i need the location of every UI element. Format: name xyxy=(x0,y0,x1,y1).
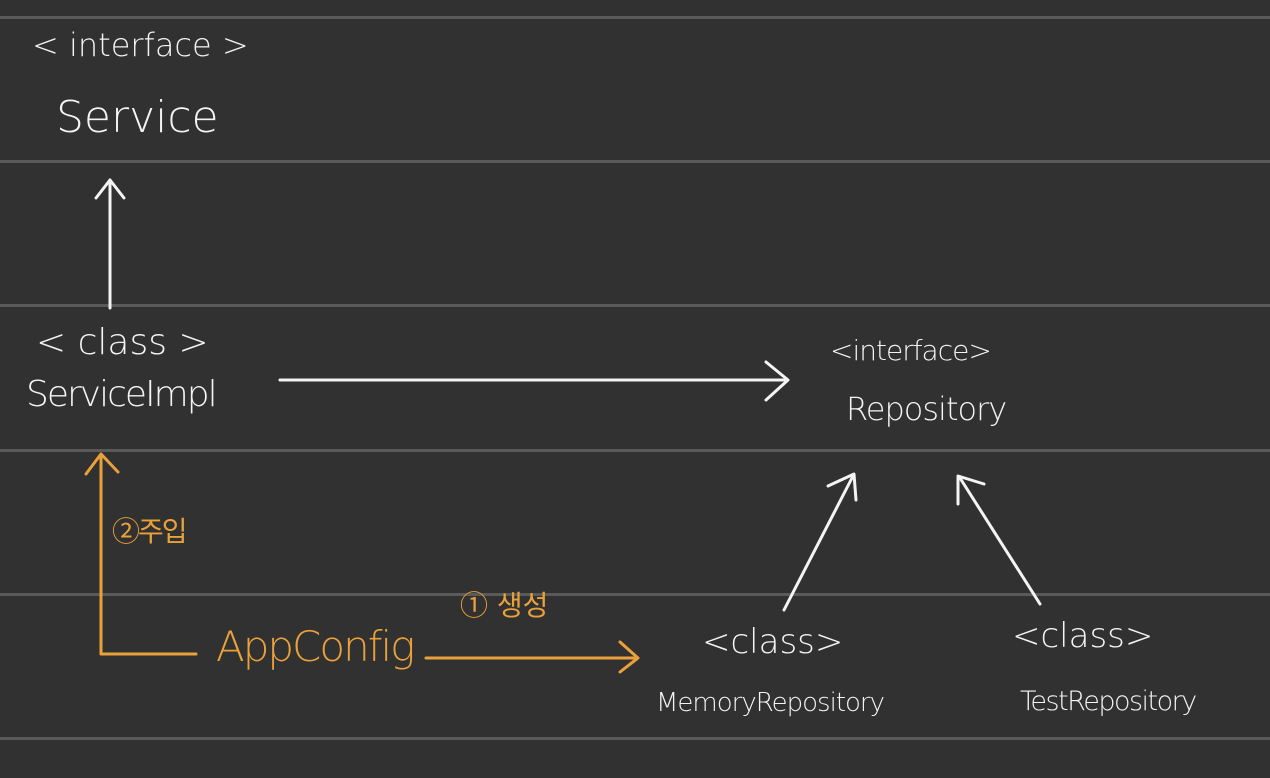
testrepository-name: TestRepository xyxy=(1020,686,1197,717)
inject-edge-label: ②주입 xyxy=(112,515,188,548)
repository-stereotype: <interface> xyxy=(830,334,992,367)
ruled-line xyxy=(0,16,1270,19)
ruled-line xyxy=(0,160,1270,163)
serviceimpl-name: ServiceImpl xyxy=(26,374,218,415)
create-edge-label: ① 생성 xyxy=(460,589,549,622)
ruled-line xyxy=(0,449,1270,452)
memoryrepository-name: MemoryRepository xyxy=(656,688,885,718)
testrepository-stereotype: <class> xyxy=(1012,616,1154,656)
repository-name: Repository xyxy=(846,390,1007,428)
arrow-memoryrepository-to-repository xyxy=(782,472,858,612)
service-name: Service xyxy=(56,92,219,143)
arrow-serviceimpl-to-repository xyxy=(278,360,790,402)
serviceimpl-stereotype: < class > xyxy=(36,322,209,363)
service-stereotype: < interface > xyxy=(32,26,249,64)
ruled-line xyxy=(0,737,1270,740)
arrow-serviceimpl-to-service xyxy=(94,178,126,310)
appconfig-name: AppConfig xyxy=(216,622,415,671)
memoryrepository-stereotype: <class> xyxy=(702,622,844,662)
ruled-line xyxy=(0,304,1270,307)
arrow-appconfig-create-memoryrepository xyxy=(424,640,640,674)
ruled-line xyxy=(0,593,1270,596)
arrow-testrepository-to-repository xyxy=(956,474,1042,606)
arrow-appconfig-inject-serviceimpl xyxy=(84,452,198,656)
